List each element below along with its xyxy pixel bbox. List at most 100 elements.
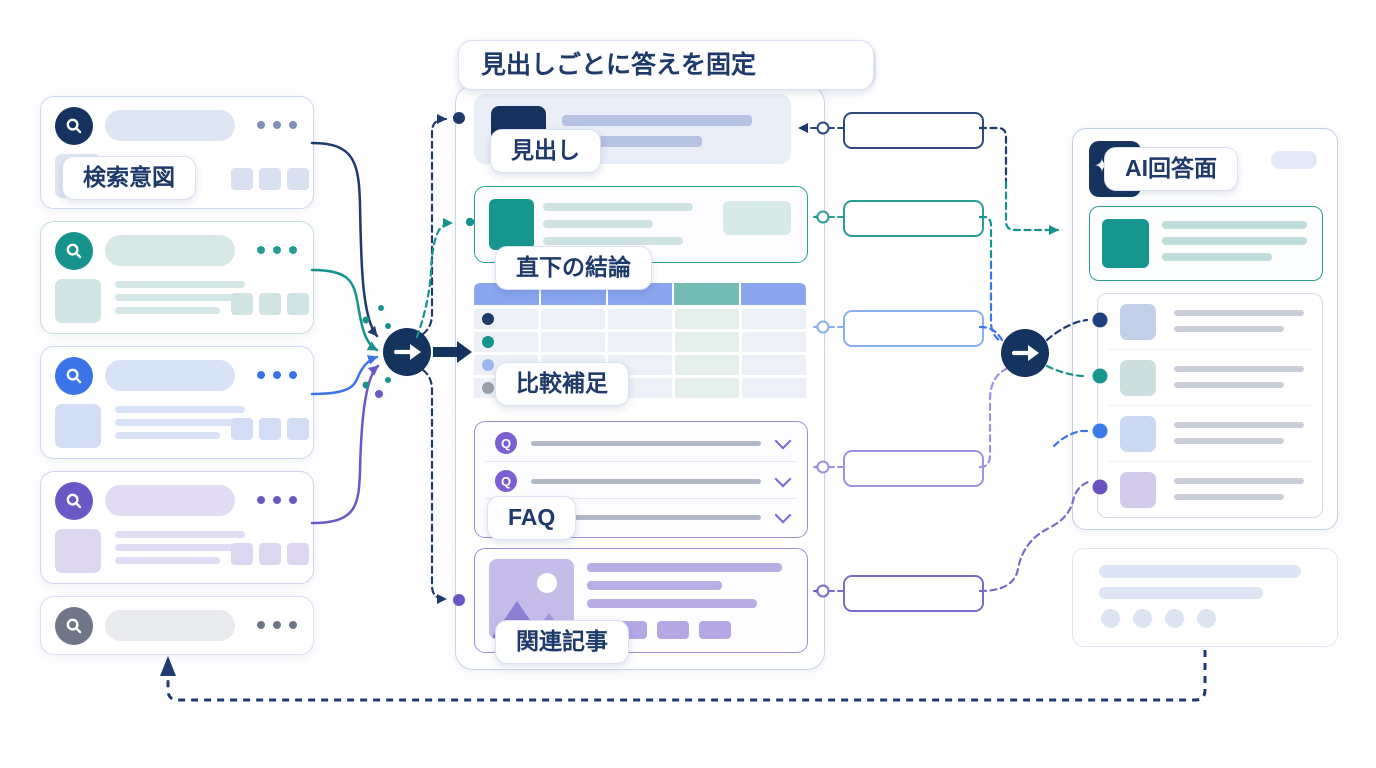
pinned-answer — [1089, 206, 1323, 281]
thumbnail — [1120, 472, 1156, 508]
divider — [1108, 405, 1312, 406]
slot-conclusion — [843, 200, 984, 237]
slot-heading — [843, 112, 984, 149]
skeleton-line — [1162, 221, 1307, 229]
table-row — [474, 332, 806, 352]
skeleton-line — [115, 531, 245, 538]
skeleton-line — [1174, 310, 1304, 316]
sun-icon — [537, 573, 557, 593]
list-item — [1098, 406, 1322, 462]
search-icon — [55, 232, 93, 270]
more-icon — [257, 246, 297, 254]
skeleton-line — [1174, 494, 1284, 500]
skeleton-pill — [105, 485, 235, 516]
skeleton-square — [231, 168, 253, 190]
list-item — [1098, 462, 1322, 518]
search-icon — [55, 107, 93, 145]
skeleton-line — [1174, 366, 1304, 372]
search-card-gray — [40, 596, 314, 655]
skeleton-square — [287, 168, 309, 190]
list-item — [1098, 350, 1322, 406]
slot-faq — [843, 450, 984, 487]
thumbnail — [55, 529, 101, 573]
skeleton-line — [531, 479, 761, 484]
faq-row: Q — [475, 424, 807, 462]
label-ai-surface: AI回答面 — [1104, 147, 1238, 191]
skeleton-line — [1174, 422, 1304, 428]
table-row — [474, 309, 806, 329]
search-card-blue — [40, 346, 314, 459]
skeleton-line — [587, 563, 782, 572]
skeleton-line — [543, 220, 653, 228]
thumbnail — [1120, 360, 1156, 396]
thumbnail — [55, 279, 101, 323]
skeleton-square — [231, 293, 253, 315]
question-icon: Q — [495, 470, 517, 492]
skeleton-line — [1162, 253, 1272, 261]
pipeline-title: 見出しごとに答えを固定 — [458, 40, 874, 90]
label-related: 関連記事 — [495, 620, 629, 664]
skeleton-line — [115, 557, 220, 564]
skeleton-square — [287, 418, 309, 440]
search-card-purple — [40, 471, 314, 584]
divider — [1108, 461, 1312, 462]
tag-chip — [657, 621, 689, 639]
skeleton-line — [531, 441, 761, 446]
skeleton-line — [562, 136, 702, 147]
compose-hub-icon — [1001, 329, 1049, 377]
skeleton-square — [259, 168, 281, 190]
skeleton-square — [231, 543, 253, 565]
skeleton-pill — [1271, 151, 1317, 169]
more-icon — [257, 121, 297, 129]
skeleton-line — [543, 237, 683, 245]
skeleton-square — [231, 418, 253, 440]
more-icon — [257, 371, 297, 379]
merge-hub-icon — [383, 328, 431, 376]
chevron-down-icon — [774, 506, 792, 524]
search-card-teal — [40, 221, 314, 334]
slot-related — [843, 575, 984, 612]
search-icon — [55, 607, 93, 645]
skeleton-line — [1099, 587, 1263, 599]
skeleton-square — [259, 418, 281, 440]
list-item — [1098, 294, 1322, 350]
label-comparison: 比較補足 — [495, 362, 629, 406]
faq-row: Q — [475, 462, 807, 500]
skeleton-square — [287, 293, 309, 315]
divider — [1108, 349, 1312, 350]
divider — [485, 498, 797, 499]
badge-placeholder — [723, 201, 791, 235]
label-search-intent: 検索意図 — [62, 156, 196, 200]
skeleton-pill — [105, 360, 235, 391]
slot-comparison — [843, 310, 984, 347]
skeleton-line — [115, 281, 245, 288]
label-faq: FAQ — [487, 496, 577, 540]
skeleton-line — [587, 599, 757, 608]
skeleton-line — [562, 115, 752, 126]
skeleton-line — [531, 515, 761, 520]
skeleton-line — [115, 406, 245, 413]
more-icon — [257, 496, 297, 504]
more-icon — [257, 621, 297, 629]
chevron-down-icon — [774, 470, 792, 488]
search-icon — [55, 357, 93, 395]
label-conclusion: 直下の結論 — [495, 246, 652, 290]
feedback-card — [1072, 548, 1338, 647]
skeleton-line — [543, 203, 693, 211]
skeleton-line — [1162, 237, 1307, 245]
skeleton-square — [287, 543, 309, 565]
source-list — [1097, 293, 1323, 518]
section-feed-lines — [415, 114, 454, 604]
skeleton-line — [1174, 438, 1284, 444]
skeleton-square — [259, 293, 281, 315]
divider — [485, 461, 797, 462]
scatter-dots — [362, 305, 391, 398]
label-heading: 見出し — [490, 129, 601, 173]
answer-block — [1102, 219, 1149, 268]
converge-curves — [310, 141, 380, 525]
tag-chip — [699, 621, 731, 639]
skeleton-line — [1099, 565, 1301, 578]
skeleton-line — [1174, 478, 1304, 484]
skeleton-line — [1174, 382, 1284, 388]
